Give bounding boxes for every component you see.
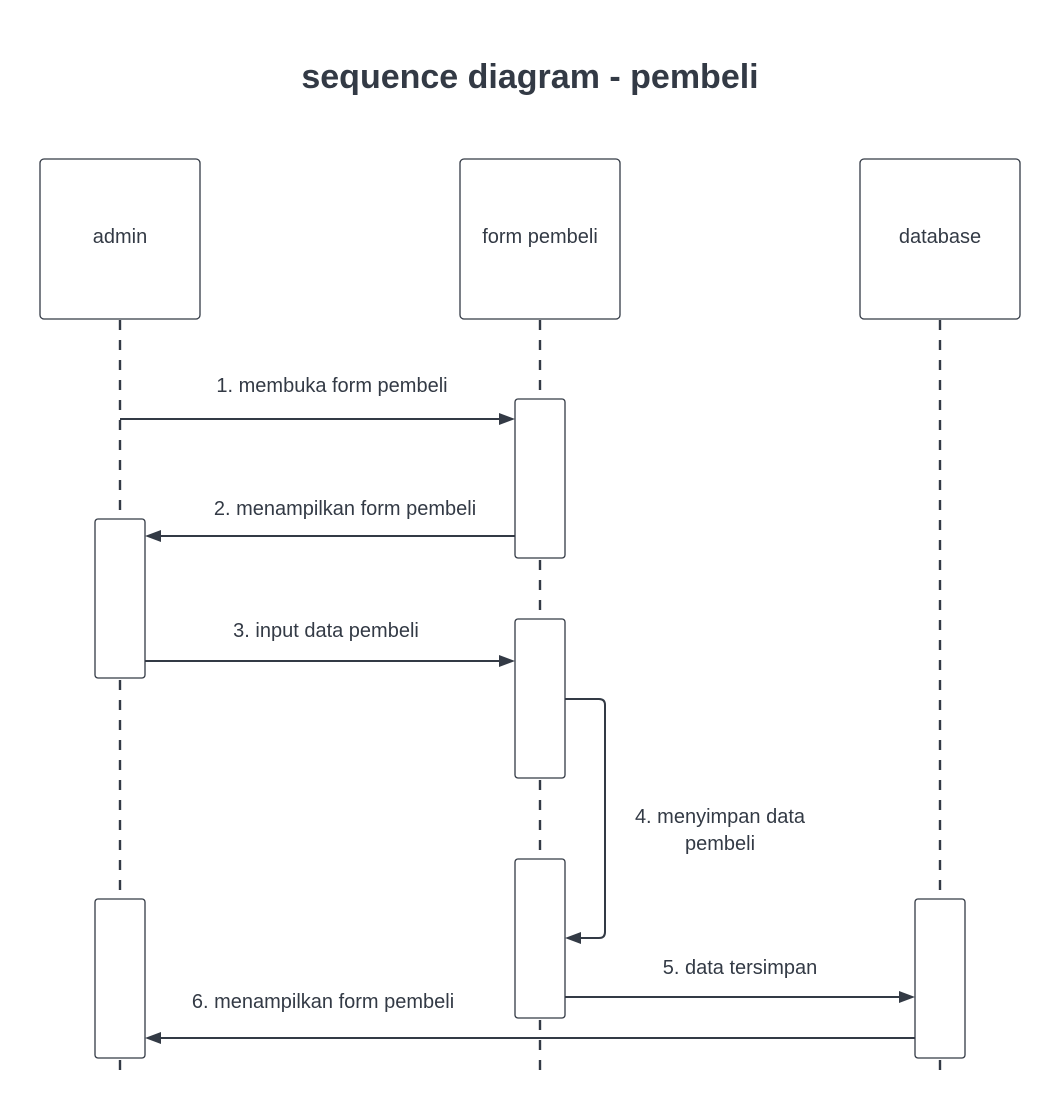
message-label: 1. membuka form pembeli [216,375,447,397]
message-label: 5. data tersimpan [663,957,818,979]
participant-database: database [859,158,1021,320]
message-label-line-2: pembeli [685,833,755,855]
participant-admin: admin [39,158,201,320]
arrowhead-icon [145,1032,161,1044]
activation-bar-database [914,898,966,1059]
message-1: 1. membuka form pembeli [120,375,515,425]
activation-bar-form-3 [514,858,566,1019]
message-2: 2. menampilkan form pembeli [145,498,515,542]
activation-bar-admin-1 [94,518,146,679]
message-5: 5. data tersimpan [565,957,915,1003]
message-label-line-1: 4. menyimpan data [635,806,806,828]
arrowhead-icon [499,413,515,425]
arrowhead-icon [145,530,161,542]
activation-bar-form-1 [514,398,566,559]
message-6: 6. menampilkan form pembeli [145,991,915,1044]
message-label: 2. menampilkan form pembeli [214,498,476,520]
participant-label: admin [93,226,147,248]
message-3: 3. input data pembeli [145,620,515,667]
message-label: 3. input data pembeli [233,620,419,642]
arrowhead-icon [565,932,581,944]
activation-bar-form-2 [514,618,566,779]
participant-label: database [899,226,981,248]
diagram-title: sequence diagram - pembeli [301,58,759,96]
message-label: 6. menampilkan form pembeli [192,991,454,1013]
activation-bar-admin-2 [94,898,146,1059]
participant-label: form pembeli [482,226,598,248]
arrowhead-icon [899,991,915,1003]
participant-form-pembeli: form pembeli [459,158,621,320]
arrowhead-icon [499,655,515,667]
message-4: 4. menyimpan data pembeli [565,698,806,944]
